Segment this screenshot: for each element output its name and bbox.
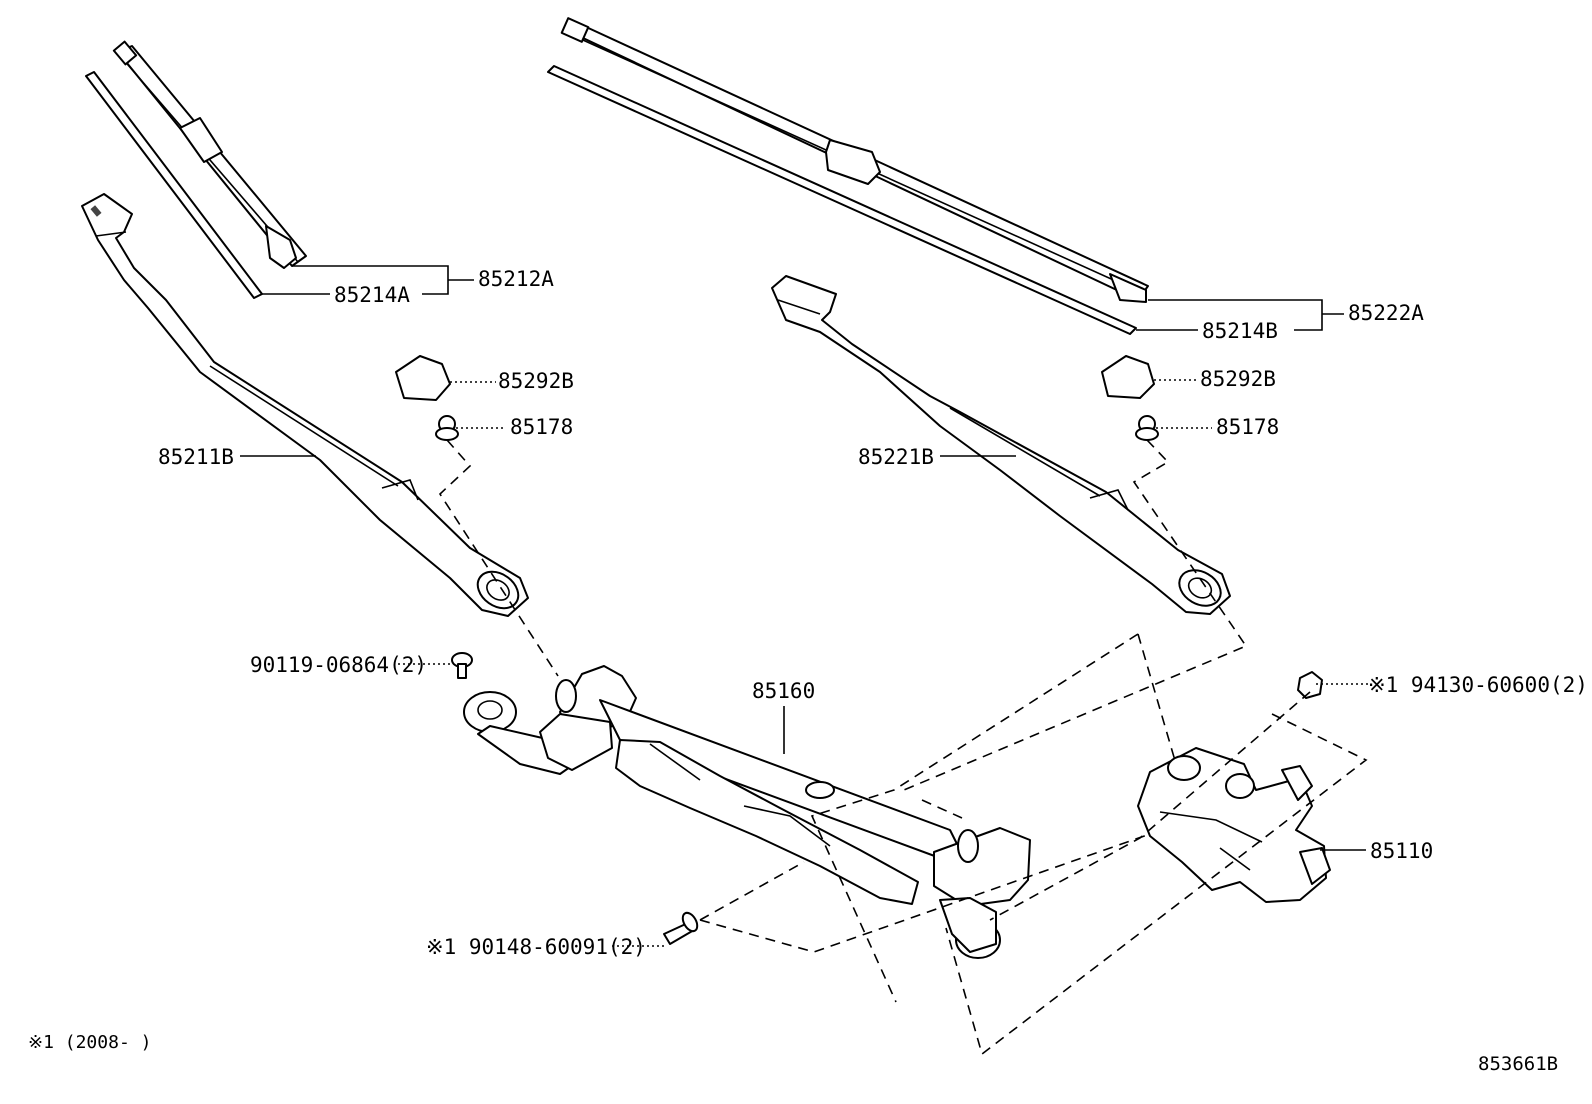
- label-blade-left-assy: 85212A: [478, 267, 554, 291]
- footnote: ※1 (2008- ): [28, 1032, 151, 1053]
- label-arm-right: 85221B: [858, 445, 934, 469]
- label-refill-right: 85214B: [1202, 319, 1278, 343]
- motor-mount-nut: [1297, 671, 1323, 699]
- label-cap-right: 85292B: [1200, 367, 1276, 391]
- label-arm-left: 85211B: [158, 445, 234, 469]
- right-wiper-refill: [547, 65, 1137, 335]
- label-bolt-lower: ※1 90148-60091(2): [426, 935, 646, 959]
- assembly-guide-lines: [438, 439, 1368, 1056]
- wiper-link-assembly: [463, 665, 1031, 959]
- right-pivot-cap: [1101, 355, 1155, 399]
- link-mount-bolt: [451, 652, 473, 679]
- label-nut-left: 85178: [510, 415, 573, 439]
- left-wiper-blade: [112, 40, 307, 269]
- left-pivot-nut: [435, 415, 459, 441]
- label-nut-motor: ※1 94130-60600(2): [1368, 673, 1588, 697]
- wiper-motor: [1137, 747, 1331, 903]
- label-blade-right-assy: 85222A: [1348, 301, 1424, 325]
- label-refill-left: 85214A: [334, 283, 410, 307]
- right-pivot-nut: [1135, 415, 1159, 441]
- diagram-id: 853661B: [1478, 1053, 1558, 1075]
- right-wiper-arm: [771, 275, 1231, 615]
- lower-mount-bolt: [663, 911, 699, 945]
- label-cap-left: 85292B: [498, 369, 574, 393]
- right-wiper-blade: [560, 17, 1149, 303]
- leader-lines: [240, 265, 1368, 947]
- label-link-assy: 85160: [752, 679, 815, 703]
- label-bolt-link: 90119-06864(2): [250, 653, 427, 677]
- label-motor: 85110: [1370, 839, 1433, 863]
- left-wiper-arm: [81, 193, 529, 617]
- label-nut-right: 85178: [1216, 415, 1279, 439]
- left-pivot-cap: [395, 355, 451, 401]
